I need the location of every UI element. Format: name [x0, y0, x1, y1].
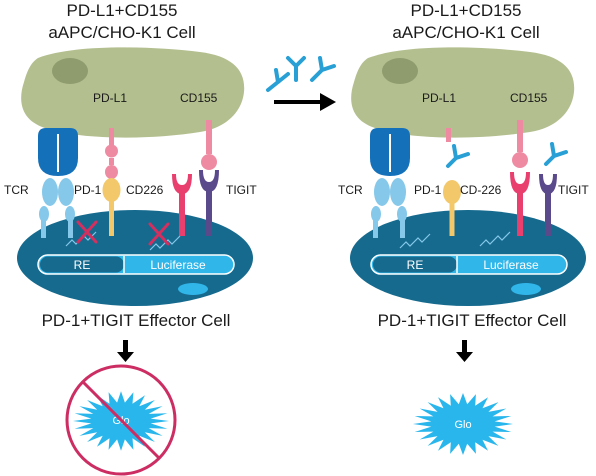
- left-panel: PD-L1+CD155 aAPC/CHO-K1 Cell RE Lucifera…: [4, 1, 257, 476]
- left-apc-nucleus: [52, 58, 88, 84]
- right-luciferase-label: Luciferase: [483, 258, 539, 272]
- left-nucleus-blob: [178, 283, 208, 295]
- right-glo-label: Glo: [454, 419, 471, 431]
- left-pdl1-icon: [105, 128, 118, 179]
- left-title-line1: PD-L1+CD155: [66, 1, 177, 20]
- left-tcr-label: TCR: [4, 183, 29, 197]
- right-down-arrow-icon: [456, 340, 473, 362]
- left-pd1-label: PD-1: [74, 183, 102, 197]
- left-pdl1-label: PD-L1: [93, 91, 127, 105]
- right-antibody-icon-2: [544, 142, 568, 166]
- left-cd155-label: CD155: [180, 91, 218, 105]
- left-re-label: RE: [74, 258, 91, 272]
- right-title-line1: PD-L1+CD155: [410, 1, 521, 20]
- right-nucleus-blob: [511, 283, 541, 295]
- right-cd155-label: CD155: [510, 91, 548, 105]
- left-prohibition-icon: [65, 364, 177, 476]
- right-cd155-icon: [512, 120, 528, 168]
- treatment-arrow-icon: [274, 93, 336, 111]
- right-cd226-label: CD-226: [460, 183, 502, 197]
- right-signal-zigzag-2: [479, 231, 511, 247]
- left-pd1-icon: [102, 178, 121, 236]
- left-inhibit-x-icon-2: [148, 222, 170, 246]
- right-effector-label: PD-1+TIGIT Effector Cell: [378, 311, 567, 330]
- left-signal-zigzag-2: [149, 235, 181, 251]
- right-apc-nucleus: [382, 58, 418, 84]
- antibodies-added-icon: [266, 56, 336, 92]
- right-signal-zigzag-1: [399, 233, 431, 249]
- right-re-label: RE: [407, 258, 424, 272]
- left-inhibit-x-icon-1: [76, 220, 98, 244]
- left-tigit-icon: [199, 170, 219, 236]
- right-pdl1-label: PD-L1: [422, 91, 456, 105]
- right-tigit-label: TIGIT: [558, 183, 589, 197]
- right-pd1-icon: [443, 180, 461, 236]
- right-reporter-construct: [370, 254, 568, 275]
- left-down-arrow-icon: [117, 340, 134, 362]
- left-tigit-label: TIGIT: [226, 183, 257, 197]
- right-panel: PD-L1+CD155 aAPC/CHO-K1 Cell RE Lucifera…: [338, 1, 589, 455]
- left-cd226-icon: [172, 174, 192, 236]
- right-pdl1-icon: [446, 128, 451, 142]
- right-tigit-icon: [539, 174, 557, 236]
- left-effector-label: PD-1+TIGIT Effector Cell: [42, 311, 231, 330]
- left-reporter-construct: [37, 254, 235, 275]
- right-title-line2: aAPC/CHO-K1 Cell: [392, 23, 539, 42]
- right-glo-burst-icon: [413, 393, 513, 455]
- right-antibody-icon-1: [446, 144, 470, 168]
- left-luciferase-label: Luciferase: [150, 258, 206, 272]
- left-cd155-icon: [201, 120, 217, 170]
- right-tcr-label: TCR: [338, 183, 363, 197]
- right-tcr-icon: [370, 128, 410, 238]
- left-title-line2: aAPC/CHO-K1 Cell: [48, 23, 195, 42]
- left-cd226-label: CD226: [126, 183, 164, 197]
- right-cd226-icon: [510, 172, 530, 236]
- left-tcr-icon: [38, 128, 78, 238]
- right-pd1-label: PD-1: [414, 183, 442, 197]
